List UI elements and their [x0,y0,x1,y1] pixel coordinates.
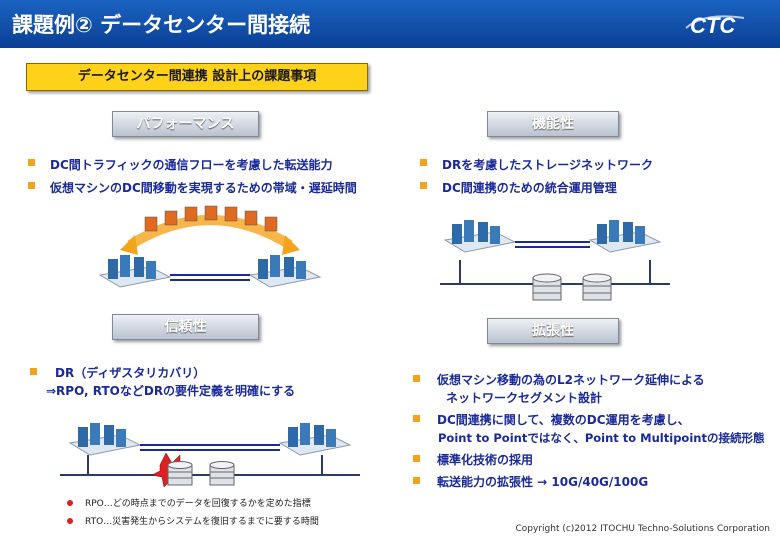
reliability-diagram [60,423,360,488]
note-bullet-icon [67,518,73,524]
bullet-icon [420,159,427,166]
bullet-icon [413,375,420,382]
title-bar: 課題例② データセンター間接続 CTC [0,0,780,48]
function-diagram [440,220,670,301]
list-item: DC間連携のための統合運用管理 [442,181,617,195]
list-item: 転送能力の拡張性 → 10G/40G/100G [437,475,649,489]
list-item: 仮想マシン移動の為のL2ネットワーク延伸による [437,373,705,387]
list-item-sub: ⇒RPO, RTOなどDRの要件定義を明確にする [46,384,296,398]
storage-disk-icon [167,461,193,486]
bullet-icon [28,182,35,189]
server-rack-left [443,220,517,253]
bullet-icon [413,477,420,484]
section-function-header: 機能性 [487,111,619,137]
server-rack-right [248,255,322,288]
bullet-icon [28,159,35,166]
storage-disk-icon [209,461,235,486]
note-rpo: RPO…どの時点までのデータを回復するかを定めた指標 [85,499,311,509]
bullet-icon [420,182,427,189]
note-rto: RTO…災害発生からシステムを復旧するまでに要する時間 [85,517,319,527]
list-item-continued: ネットワークセグメント設計 [446,391,603,405]
bullet-icon [30,368,37,375]
note-bullet-icon [67,500,73,506]
subtitle-banner: データセンター間連携 設計上の課題事項 [26,63,368,91]
list-item: DC間連携に関して、複数のDC運用を考慮し、 [437,413,690,427]
storage-disk-icon [532,273,562,301]
copyright: Copyright (c)2012 ITOCHU Techno-Solution… [515,524,770,534]
section-performance-header: パフォーマンス [112,111,259,137]
bullet-icon [413,415,420,422]
vm-icons [144,205,278,232]
ctc-logo: CTC [685,13,745,38]
bullet-icon [413,455,420,462]
section-scalability-header: 拡張性 [487,318,619,344]
list-item: DC間トラフィックの通信フローを考慮した転送能力 [50,158,333,172]
logo-text: CTC [690,13,736,38]
arrow-right-icon [282,235,300,255]
section-reliability-header: 信頼性 [112,314,259,340]
server-rack-left [68,423,142,456]
performance-diagram [98,205,322,288]
storage-disk-icon [582,273,612,301]
server-rack-right [588,220,662,253]
list-item: 標準化技術の採用 [437,453,534,467]
list-item: DR（ディザスタリカバリ） [55,366,206,380]
list-item-continued: Point to Pointではなく、Point to Multipointの接… [438,431,765,445]
list-item: DRを考慮したストレージネットワーク [442,158,653,172]
page-title: 課題例② データセンター間接続 [12,13,311,37]
server-rack-right [278,423,352,456]
arrow-left-icon [120,235,138,255]
server-rack-left [98,255,172,288]
list-item: 仮想マシンのDC間移動を実現するための帯域・遅延時間 [50,181,357,195]
